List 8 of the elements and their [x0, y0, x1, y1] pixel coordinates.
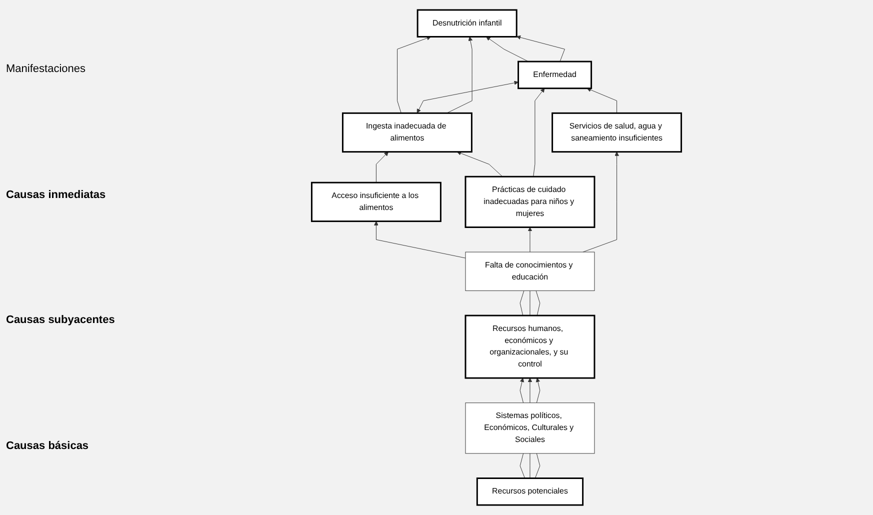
cause-level-label: Causas inmediatas: [6, 188, 107, 201]
connector: [520, 290, 524, 316]
level-label: Manifestaciones: [6, 62, 86, 75]
connector: [520, 453, 526, 478]
connector: [534, 453, 540, 478]
connector: [536, 290, 540, 316]
cause-level-label: Causas subyacentes: [6, 314, 116, 326]
cause-level-label: Causas básicas: [6, 440, 90, 452]
